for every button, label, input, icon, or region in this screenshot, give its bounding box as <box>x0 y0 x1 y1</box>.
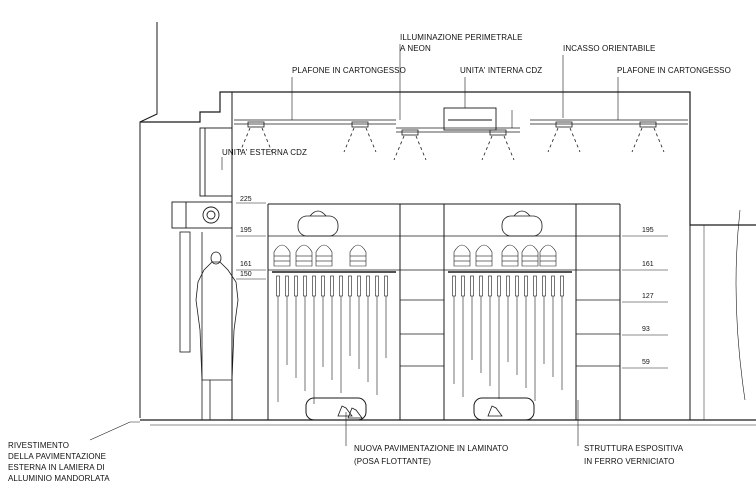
rivestimento-line-2: DELLA PAVIMENTAZIONE <box>8 452 106 461</box>
outdoor-ac-unit <box>171 127 233 229</box>
label-leaders <box>221 44 619 170</box>
struttura-line-2: IN FERRO VERNICIATO <box>584 457 675 466</box>
illuminazione-label-line1: ILLUMINAZIONE PERIMETRALE <box>400 33 523 42</box>
pavimentazione-line-2: (POSA FLOTTANTE) <box>354 457 431 466</box>
garment-strip <box>560 275 564 390</box>
dim-right-195: 195 <box>642 227 654 234</box>
dim-left-195: 195 <box>240 227 252 234</box>
garment-strip <box>276 275 280 402</box>
struttura-line-1: STRUTTURA ESPOSITIVA <box>584 444 684 453</box>
dim-right-161: 161 <box>642 261 654 268</box>
rivestimento-line-1: RIVESTIMENTO <box>8 441 69 450</box>
dim-left-161: 161 <box>240 261 252 268</box>
garment-strip <box>488 275 492 386</box>
garment-strip <box>285 275 289 365</box>
garment-strip <box>515 275 519 375</box>
folded-stack <box>453 244 471 267</box>
folded-stack <box>521 244 539 267</box>
garment-strip <box>470 275 474 360</box>
garment-strip <box>321 275 325 367</box>
rivestimento-line-4: ALLUMINIO MANDORLATA <box>8 474 110 483</box>
plafone-right-label: PLAFONE IN CARTONGESSO <box>617 66 731 75</box>
spotlights <box>239 121 665 161</box>
bags <box>297 210 543 237</box>
garment-strip <box>348 275 352 356</box>
indoor-ac-unit <box>443 107 497 131</box>
spotlight-icon <box>481 129 515 161</box>
dimension-lines <box>236 202 668 369</box>
garment-strip <box>533 275 537 401</box>
unita-interna-label: UNITA' INTERNA CDZ <box>460 66 542 75</box>
garment-strip <box>506 275 510 362</box>
garment-strip <box>524 275 528 388</box>
garment-strip <box>551 275 555 377</box>
dim-left-150: 150 <box>240 271 252 278</box>
pavimentazione-line-1: NUOVA PAVIMENTAZIONE IN LAMINATO <box>354 444 508 453</box>
spotlight-icon <box>239 121 273 153</box>
folded-stack <box>501 244 519 267</box>
folded-stack <box>273 244 291 267</box>
folded-clothes <box>273 244 557 267</box>
dim-left-225: 225 <box>240 196 252 203</box>
garment-strip <box>357 275 361 369</box>
garment-strip <box>497 275 501 399</box>
spotlight-icon <box>343 121 377 153</box>
garment-strip <box>294 275 298 378</box>
garment-strip <box>384 275 388 358</box>
shoes <box>337 405 503 419</box>
garment-strip <box>303 275 307 391</box>
folded-stack <box>475 244 493 267</box>
folded-stack <box>539 244 557 267</box>
garment-strip <box>375 275 379 395</box>
mannequin <box>179 231 239 420</box>
spotlight-icon <box>631 121 665 153</box>
garment-strip <box>312 275 316 404</box>
garment-strip <box>339 275 343 393</box>
unita-esterna-label: UNITA' ESTERNA CDZ <box>222 148 307 157</box>
dim-right-59: 59 <box>642 359 650 366</box>
spotlight-icon <box>393 129 427 161</box>
garment-strip <box>542 275 546 364</box>
bottom-leaders <box>89 400 579 446</box>
incasso-label: INCASSO ORIENTABILE <box>563 44 655 53</box>
spotlight-icon <box>547 121 581 153</box>
dim-right-127: 127 <box>642 293 654 300</box>
garment-strip <box>366 275 370 382</box>
folded-stack <box>295 244 313 267</box>
hanging-garments <box>272 271 572 404</box>
folded-stack <box>315 244 333 267</box>
illuminazione-label-line2: A NEON <box>400 44 431 53</box>
dim-right-93: 93 <box>642 326 650 333</box>
garment-strip <box>479 275 483 373</box>
garment-strip <box>330 275 334 380</box>
rivestimento-line-3: ESTERNA IN LAMIERA DI <box>8 463 105 472</box>
garment-strip <box>452 275 456 384</box>
folded-stack <box>349 244 367 267</box>
garment-strip <box>461 275 465 397</box>
plafone-left-label: PLAFONE IN CARTONGESSO <box>292 66 406 75</box>
